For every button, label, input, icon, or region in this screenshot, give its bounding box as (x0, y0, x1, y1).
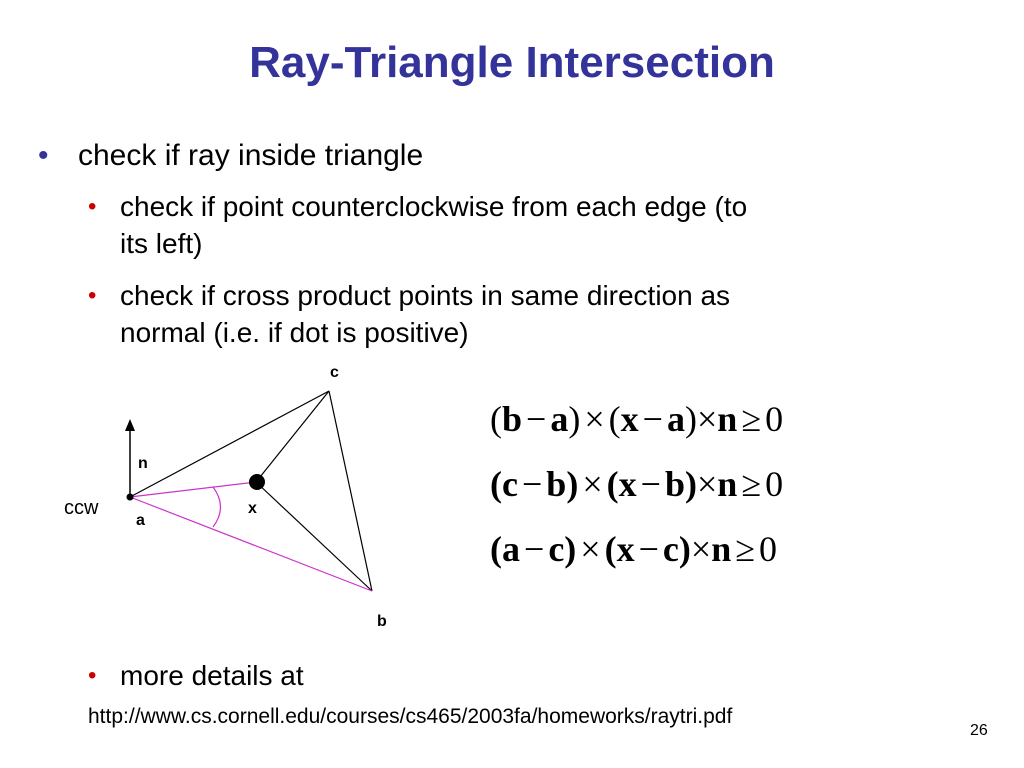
details-url-link[interactable]: http://www.cs.cornell.edu/courses/cs465/… (88, 705, 733, 728)
sub-bullet-1-line2: its left) (120, 228, 203, 259)
eq2-lparen: ( (490, 464, 502, 504)
sub-bullet-2: • check if cross product points in same … (88, 277, 731, 351)
minus-symbol: − (638, 529, 659, 569)
eq1-p3: x (620, 399, 639, 439)
eq3-p1: a (502, 529, 520, 569)
minus-symbol: − (642, 399, 663, 439)
eq1-zero: 0 (765, 399, 784, 439)
eq1-n: n (717, 399, 738, 439)
bullet-dot: • (38, 139, 49, 172)
edge-xb (255, 481, 373, 592)
eq3-rparen2: ) (678, 529, 691, 569)
eq1-lparen: ( (490, 399, 502, 439)
times-symbol: × (582, 464, 603, 504)
eq3-p3: x (616, 529, 635, 569)
eq1-p2: a (550, 399, 569, 439)
edge-xc (255, 390, 330, 483)
eq2-rparen: ) (566, 464, 579, 504)
eq1-p1: b (502, 399, 523, 439)
label-c: c (330, 364, 339, 381)
dot-symbol: × (696, 399, 718, 439)
bullet-main: • check if ray inside triangle (38, 138, 424, 174)
eq2-lparen2: ( (606, 464, 619, 504)
eq2-p4: b (664, 464, 685, 504)
line-ax (129, 481, 257, 498)
normal-arrow-head (125, 419, 135, 431)
geq-symbol: ≥ (741, 399, 762, 439)
more-details-text: more details at (120, 660, 304, 691)
ccw-angle-arc (212, 486, 222, 528)
point-x (249, 474, 265, 490)
bullet-main-text: check if ray inside triangle (78, 139, 424, 172)
eq1-rparen2: ) (684, 399, 697, 439)
eq2-p2: b (546, 464, 567, 504)
minus-symbol: − (526, 399, 547, 439)
sub-bullet-2-line2: normal (i.e. if dot is positive) (120, 317, 469, 348)
eq3-p4: c (662, 529, 679, 569)
sub-bullet-dot: • (88, 193, 97, 220)
eq3-lparen: ( (490, 529, 502, 569)
point-a (126, 493, 134, 501)
eq1-p4: a (666, 399, 685, 439)
label-n: n (138, 455, 148, 472)
sub-bullet-dot: • (88, 282, 97, 309)
eq2-zero: 0 (765, 464, 784, 504)
sub-bullet-more-details: • more details at (88, 657, 304, 694)
sub-bullet-1-line1: check if point counterclockwise from eac… (120, 191, 748, 222)
triangle-diagram: c n x a b ccw (64, 364, 387, 630)
equation-3: (a−c)×(x−c)×n≥0 (490, 528, 777, 570)
eq2-rparen2: ) (684, 464, 697, 504)
eq2-p1: c (502, 464, 518, 504)
sub-bullet-dot: • (88, 662, 97, 689)
label-b: b (377, 613, 387, 630)
eq3-p2: c (548, 529, 565, 569)
eq1-lparen2: ( (608, 399, 621, 439)
times-symbol: × (580, 529, 601, 569)
label-a: a (136, 512, 145, 529)
geq-symbol: ≥ (735, 529, 756, 569)
label-x: x (248, 500, 257, 517)
equation-2: (c−b)×(x−b)×n≥0 (490, 463, 783, 505)
edge-ac (129, 390, 330, 498)
dot-symbol: × (696, 464, 718, 504)
edge-ab (129, 496, 373, 592)
sub-bullet-2-line1: check if cross product points in same di… (120, 280, 731, 311)
dot-symbol: × (690, 529, 712, 569)
edge-cb (328, 390, 373, 592)
minus-symbol: − (524, 529, 545, 569)
eq3-n: n (711, 529, 732, 569)
slide-title: Ray-Triangle Intersection (249, 38, 775, 87)
eq3-lparen2: ( (604, 529, 617, 569)
eq2-n: n (717, 464, 738, 504)
eq1-rparen: ) (568, 399, 581, 439)
minus-symbol: − (640, 464, 661, 504)
eq3-rparen: ) (564, 529, 577, 569)
times-symbol: × (584, 399, 605, 439)
label-ccw: ccw (64, 497, 99, 519)
equation-1: (b−a)×(x−a)×n≥0 (490, 398, 783, 440)
eq3-zero: 0 (759, 529, 778, 569)
page-number: 26 (970, 722, 988, 739)
minus-symbol: − (521, 464, 543, 504)
sub-bullet-1: • check if point counterclockwise from e… (88, 188, 748, 262)
eq2-p3: x (618, 464, 637, 504)
geq-symbol: ≥ (741, 464, 762, 504)
